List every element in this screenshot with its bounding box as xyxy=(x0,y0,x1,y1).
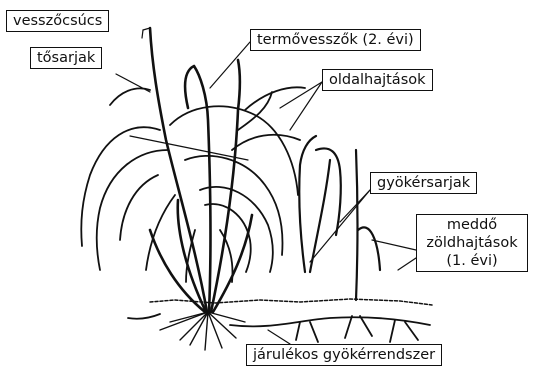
ground-line xyxy=(149,298,433,306)
green-shoots xyxy=(354,148,382,302)
label-root-system: járulékos gyökérrendszer xyxy=(246,344,443,367)
side-shoot-arches xyxy=(80,86,306,283)
label-base-suckers: tősarjak xyxy=(30,47,103,70)
label-green-shoots-line1: meddő xyxy=(446,217,498,233)
label-side-shoots: oldalhajtások xyxy=(322,69,433,92)
root-sucker-shoots xyxy=(298,134,342,274)
label-fruiting-canes: termővesszők (2. évi) xyxy=(250,29,421,52)
label-root-suckers: gyökérsarjak xyxy=(370,172,478,195)
leader-lines xyxy=(115,27,417,345)
label-shoot-tip: vesszőcsúcs xyxy=(6,10,110,33)
label-green-shoots: meddő zöldhajtások (1. évi) xyxy=(416,214,528,273)
main-root-cluster xyxy=(159,311,246,351)
rhizome xyxy=(127,313,431,343)
main-canes xyxy=(148,26,254,314)
label-green-shoots-line2: zöldhajtások xyxy=(426,235,518,252)
label-green-shoots-line3: (1. évi) xyxy=(446,253,498,270)
